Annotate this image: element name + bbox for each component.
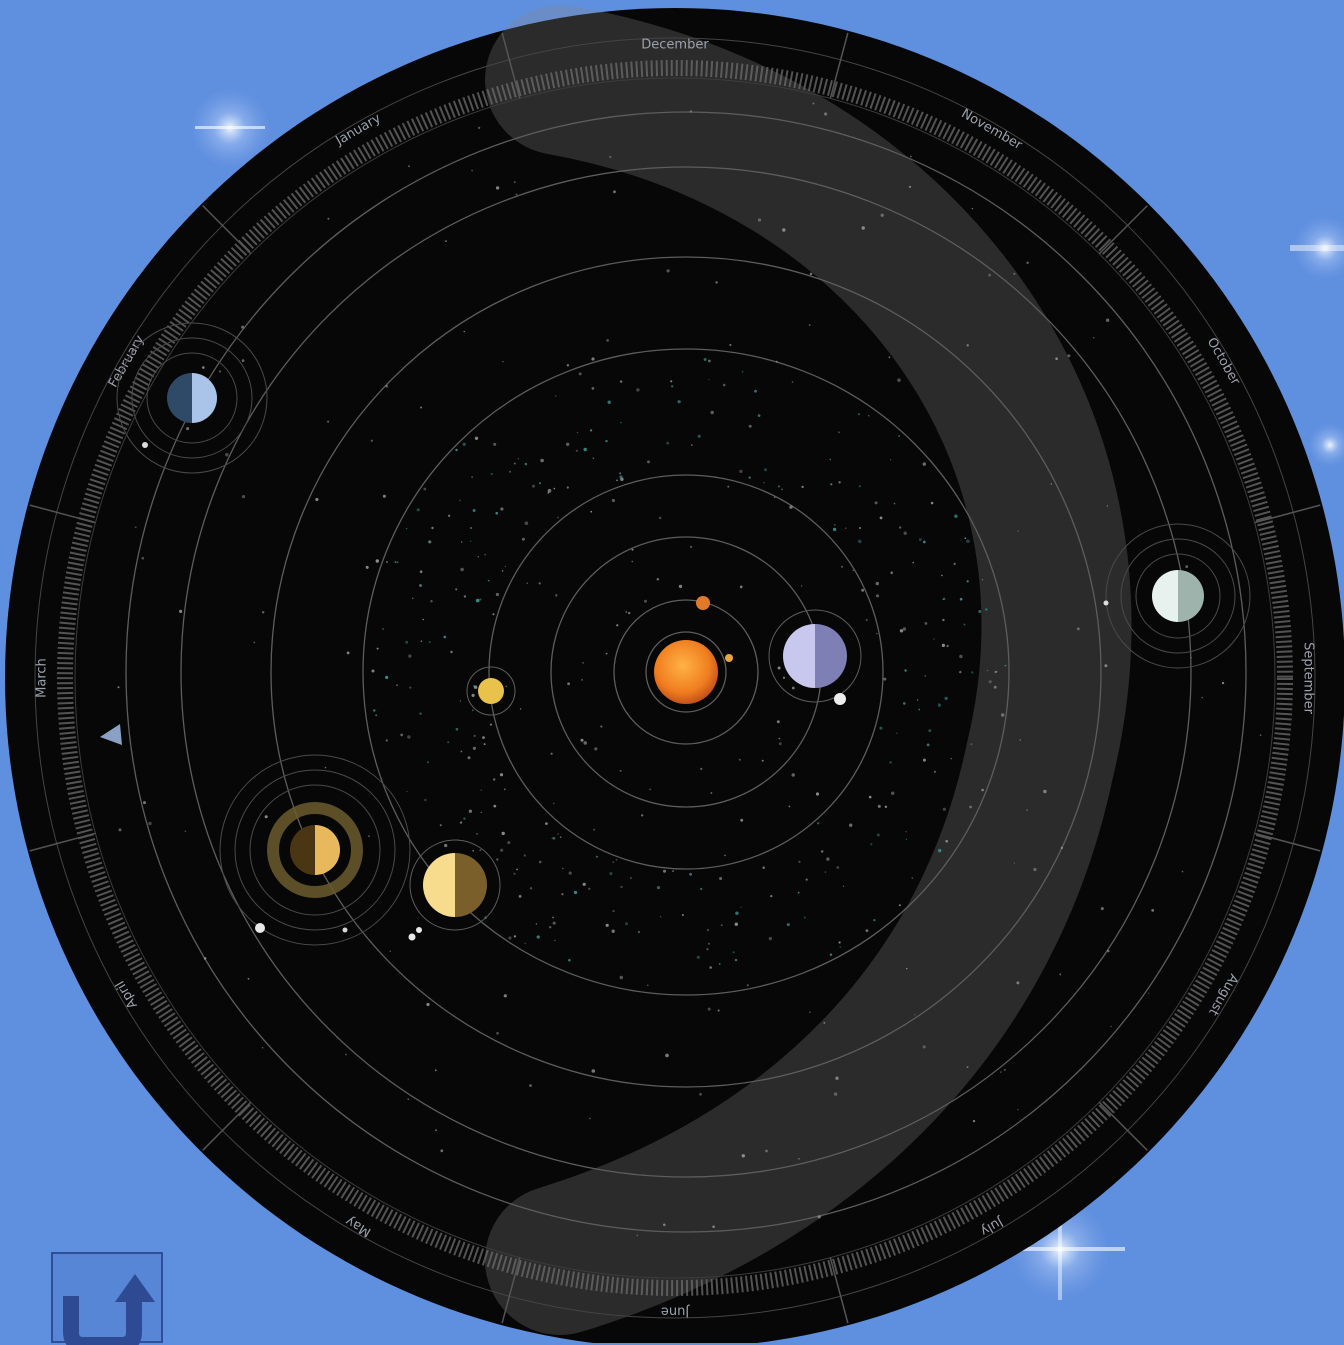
month-divider [501, 1257, 521, 1324]
month-divider [829, 1257, 849, 1324]
month-divider [501, 32, 521, 99]
month-divider [1098, 205, 1148, 255]
month-divider [29, 504, 96, 524]
month-label: September [1301, 642, 1316, 715]
orbit-rings [125, 111, 1247, 1233]
back-button[interactable] [51, 1252, 163, 1345]
month-divider [29, 832, 96, 852]
earth-icon [466, 666, 516, 716]
mars-icon [768, 609, 862, 705]
mercury-icon [696, 596, 710, 610]
month-divider [1254, 504, 1321, 524]
milky-way-band [485, 5, 1132, 1335]
jupiter-icon [408, 839, 501, 941]
saturn-icon [219, 754, 411, 946]
sun-icon [654, 640, 718, 704]
direction-marker-icon [100, 724, 122, 745]
month-divider [1098, 1101, 1148, 1151]
neptune-icon [1103, 523, 1251, 669]
month-divider [829, 32, 849, 99]
month-label: December [641, 38, 709, 53]
month-divider [202, 1101, 252, 1151]
month-label: June [661, 1304, 690, 1319]
uranus-icon [116, 322, 268, 474]
month-divider [1254, 832, 1321, 852]
return-arrow-icon [63, 1274, 155, 1345]
month-divider [202, 205, 252, 255]
month-label: March [35, 658, 50, 698]
venus-icon [725, 654, 733, 662]
